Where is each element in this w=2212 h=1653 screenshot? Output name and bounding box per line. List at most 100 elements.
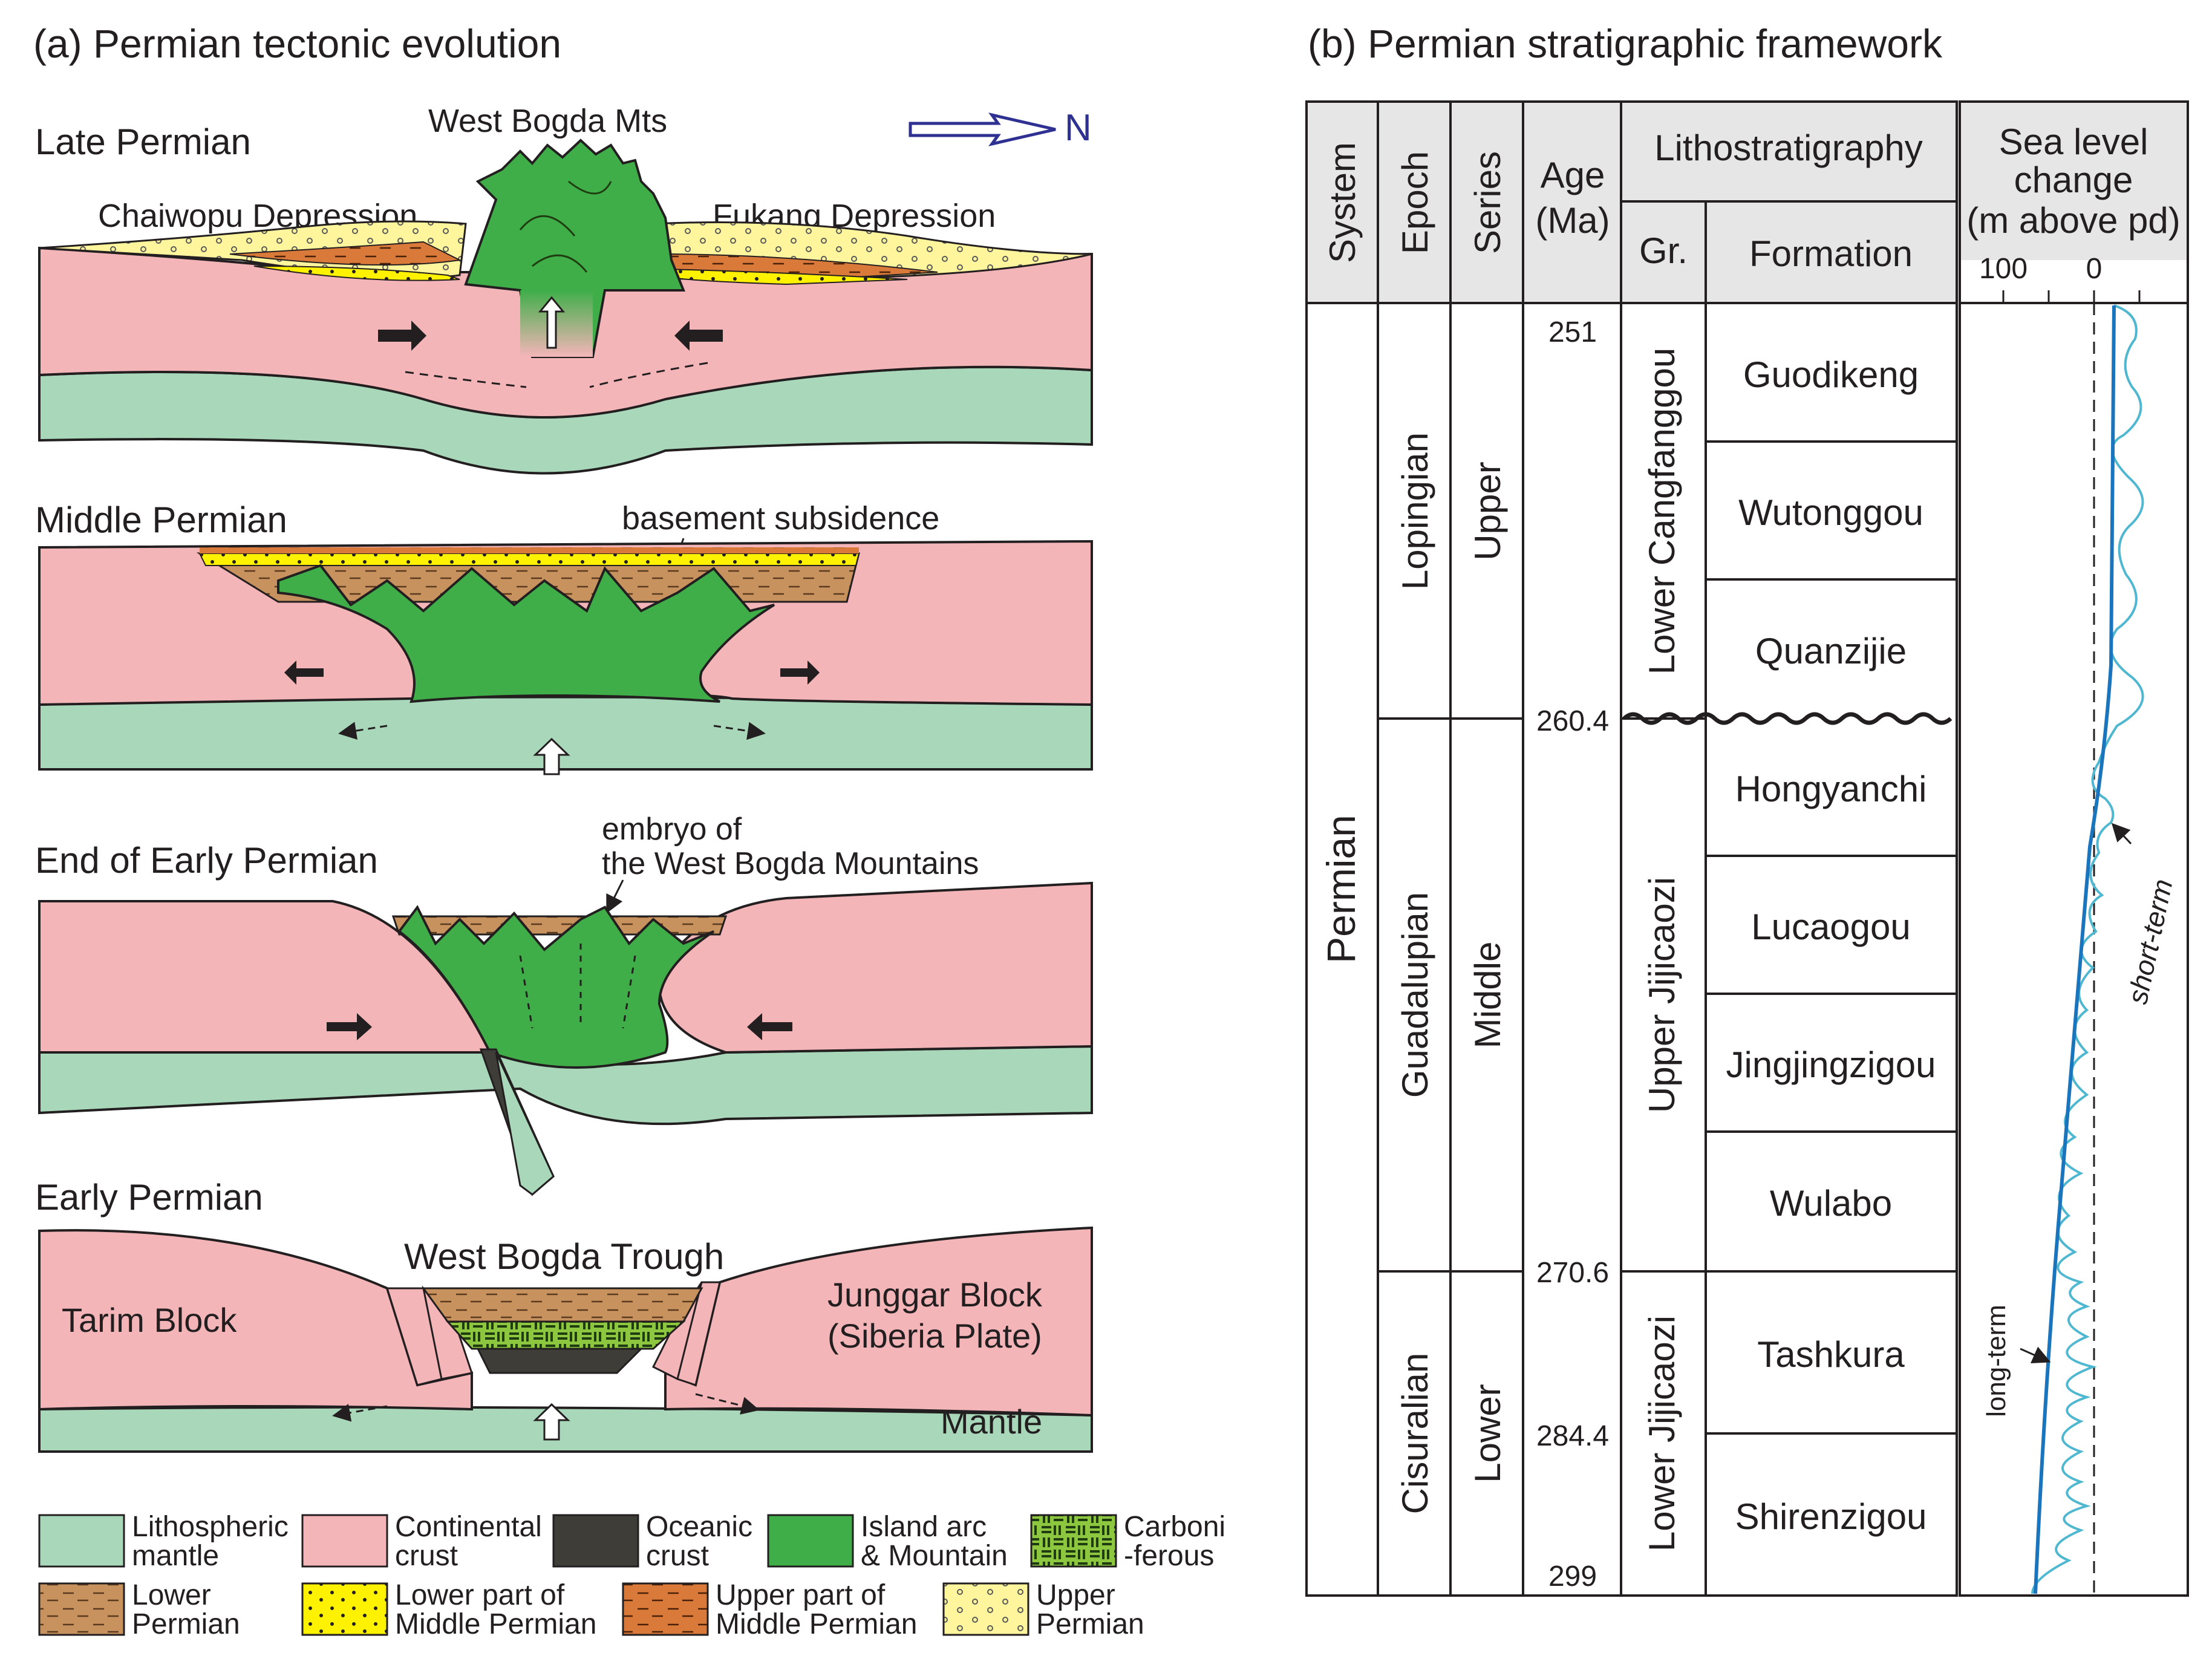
short-term-label: short-term xyxy=(2121,876,2178,1007)
legend-item: Continental crust xyxy=(301,1511,542,1572)
header-system: System xyxy=(1322,142,1363,263)
legend-item: Lithospheric mantle xyxy=(38,1511,289,1572)
end-early-permian-heading: End of Early Permian xyxy=(35,840,378,881)
svg-text:Lower: Lower xyxy=(132,1579,211,1611)
legend-item: Oceanic crust xyxy=(552,1511,752,1572)
age-284-4: 284.4 xyxy=(1536,1420,1609,1452)
embryo-label-2: the West Bogda Mountains xyxy=(602,846,979,881)
svg-text:Permian: Permian xyxy=(1036,1608,1144,1640)
short-term-curve xyxy=(2031,304,2144,1594)
mantle-label: Mantle xyxy=(941,1403,1042,1441)
legend-item: Lower part of Middle Permian xyxy=(301,1579,596,1640)
epoch-lopingian: Lopingian xyxy=(1395,432,1435,590)
long-term-curve xyxy=(2034,305,2116,1594)
junggar-block-label: Junggar Block xyxy=(827,1276,1043,1314)
header-lithostratigraphy: Lithostratigraphy xyxy=(1654,128,1923,168)
middle-arrow-right-icon xyxy=(780,660,820,685)
north-arrow-icon xyxy=(909,112,1056,146)
svg-text:Upper part of: Upper part of xyxy=(716,1579,886,1611)
svg-text:Upper: Upper xyxy=(1036,1579,1115,1611)
end-early-arrow-left-icon xyxy=(747,1013,792,1040)
header-epoch: Epoch xyxy=(1395,151,1435,254)
strat-table-grid xyxy=(1305,100,2189,1597)
formation-tashkura: Tashkura xyxy=(1757,1334,1905,1375)
group-upper-jijicaozi: Upper Jijicaozi xyxy=(1642,877,1682,1113)
legend-item: Carboni -ferous xyxy=(1030,1511,1225,1572)
middle-mantle xyxy=(38,696,1093,771)
header-sea-level-3: (m above pd) xyxy=(1966,200,2181,241)
system-permian: Permian xyxy=(1319,815,1363,963)
late-arrow-right-icon xyxy=(378,321,426,351)
header-series: Series xyxy=(1467,151,1508,254)
panel-b-title: (b) Permian stratigraphic framework xyxy=(1308,21,1943,66)
end-early-arc xyxy=(397,905,715,1069)
formation-wulabo: Wulabo xyxy=(1770,1183,1892,1224)
late-uplift-arrow-icon xyxy=(538,296,566,349)
legend: Lithospheric mantle Continental crust Oc… xyxy=(38,1511,1225,1640)
section-late-permian: Late Permian West Bogda Mts Chaiwopu Dep… xyxy=(35,103,1093,475)
group-lower-jijicaozi: Lower Jijicaozi xyxy=(1642,1316,1682,1551)
age-270-6: 270.6 xyxy=(1536,1257,1609,1289)
group-lower-cangfanggou: Lower Cangfanggou xyxy=(1642,348,1682,674)
svg-text:& Mountain: & Mountain xyxy=(861,1540,1008,1572)
west-bogda-mountains xyxy=(464,139,685,358)
middle-permian-heading: Middle Permian xyxy=(35,500,287,540)
legend-item: Island arc & Mountain xyxy=(767,1511,1008,1572)
age-260-4: 260.4 xyxy=(1536,705,1609,737)
svg-text:Middle Permian: Middle Permian xyxy=(395,1608,596,1640)
west-bogda-trough-label: West Bogda Trough xyxy=(404,1236,724,1277)
sea-level-axis xyxy=(1960,290,2188,304)
svg-text:-ferous: -ferous xyxy=(1124,1540,1214,1572)
formation-lucaogou: Lucaogou xyxy=(1751,907,1911,947)
legend-item: Lower Permian xyxy=(38,1579,240,1640)
section-end-early-permian: End of Early Permian embryo of the West … xyxy=(35,812,1093,1196)
header-group: Gr. xyxy=(1639,230,1688,271)
middle-uplift-arrow-icon xyxy=(533,737,570,775)
panel-a-title: (a) Permian tectonic evolution xyxy=(33,21,561,66)
formation-guodikeng: Guodikeng xyxy=(1743,354,1919,395)
series-middle: Middle xyxy=(1467,942,1508,1049)
age-251: 251 xyxy=(1548,316,1597,348)
epoch-guadalupian: Guadalupian xyxy=(1395,892,1435,1098)
svg-text:Middle Permian: Middle Permian xyxy=(716,1608,917,1640)
basement-subsidence-label: basement subsidence xyxy=(622,500,939,536)
formation-quanzijie: Quanzijie xyxy=(1755,631,1907,671)
svg-text:mantle: mantle xyxy=(132,1540,219,1572)
legend-item: Upper Permian xyxy=(942,1579,1144,1640)
north-label: N xyxy=(1065,107,1092,149)
end-early-arrow-right-icon xyxy=(327,1013,372,1040)
panel-a: (a) Permian tectonic evolution N Late Pe… xyxy=(33,21,1225,1640)
unconformity-line xyxy=(1622,712,1953,725)
age-299: 299 xyxy=(1548,1560,1597,1593)
tick-0: 0 xyxy=(2086,253,2103,285)
formation-wutonggou: Wutonggou xyxy=(1738,492,1923,533)
svg-text:crust: crust xyxy=(395,1540,458,1572)
section-middle-permian: Middle Permian basement subsidence xyxy=(35,500,1093,775)
early-oceanic-crust xyxy=(476,1348,644,1374)
middle-arc xyxy=(277,564,775,703)
svg-text:Continental: Continental xyxy=(395,1511,542,1543)
series-lower: Lower xyxy=(1467,1384,1508,1482)
series-upper: Upper xyxy=(1467,461,1508,560)
early-uplift-arrow-icon xyxy=(533,1403,570,1441)
epoch-cisuralian: Cisuralian xyxy=(1395,1353,1435,1514)
late-arrow-left-icon xyxy=(674,321,723,351)
panel-b: (b) Permian stratigraphic framework xyxy=(1305,21,2189,1597)
formation-jingjingzigou: Jingjingzigou xyxy=(1726,1045,1936,1085)
formation-shirenzigou: Shirenzigou xyxy=(1735,1496,1927,1537)
middle-arrow-left-icon xyxy=(284,660,324,685)
junggar-block xyxy=(664,1226,1093,1417)
siberia-plate-label: (Siberia Plate) xyxy=(827,1317,1042,1355)
tarim-block-label: Tarim Block xyxy=(62,1301,237,1339)
svg-text:Permian: Permian xyxy=(132,1608,240,1640)
svg-text:Oceanic: Oceanic xyxy=(646,1511,752,1543)
header-formation: Formation xyxy=(1749,233,1913,274)
tarim-block xyxy=(38,1229,473,1411)
header-sea-level-2: change xyxy=(2014,160,2133,200)
embryo-label-1: embryo of xyxy=(602,812,742,847)
section-early-permian: Early Permian West Bogda Trough Tarim Bl… xyxy=(35,1177,1093,1453)
tick-100: 100 xyxy=(1979,253,2028,285)
legend-item: Upper part of Middle Permian xyxy=(622,1579,917,1640)
formation-hongyanchi: Hongyanchi xyxy=(1735,769,1927,809)
